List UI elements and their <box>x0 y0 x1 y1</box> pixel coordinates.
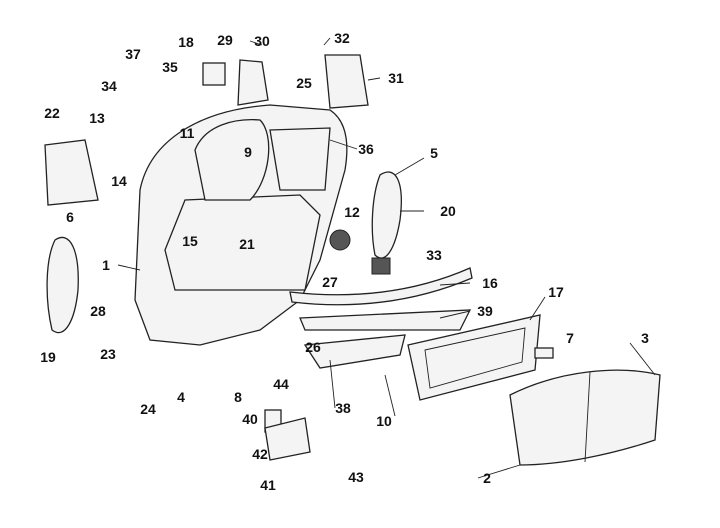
callout-9: 9 <box>244 144 252 160</box>
callout-2: 2 <box>483 470 491 486</box>
left-louver <box>46 237 79 334</box>
grommet-12 <box>329 229 351 251</box>
callout-41: 41 <box>260 477 276 493</box>
callout-11: 11 <box>180 125 195 141</box>
cover-31 <box>324 54 369 109</box>
trim-strip <box>289 267 473 306</box>
callout-31: 31 <box>388 70 404 86</box>
callout-5: 5 <box>430 145 438 161</box>
lens-divider <box>584 371 591 463</box>
callout-22: 22 <box>44 105 60 121</box>
callout-36: 36 <box>358 141 374 157</box>
callout-32: 32 <box>334 30 350 46</box>
callout-15: 15 <box>182 233 198 249</box>
clip-18 <box>202 62 226 86</box>
gasket <box>299 309 472 331</box>
callout-42: 42 <box>252 446 268 462</box>
callout-35: 35 <box>162 59 178 75</box>
bracket-7 <box>534 347 554 359</box>
cover-29 <box>237 59 269 106</box>
right-cavity <box>269 127 331 191</box>
shield-piece <box>44 139 99 206</box>
callout-24: 24 <box>140 401 156 417</box>
callout-40: 40 <box>242 411 258 427</box>
callout-21: 21 <box>239 236 255 252</box>
switch-33 <box>371 257 391 275</box>
callout-34: 34 <box>101 78 117 94</box>
callout-18: 18 <box>178 34 194 50</box>
callout-38: 38 <box>335 400 351 416</box>
callout-13: 13 <box>89 110 105 126</box>
callout-7: 7 <box>566 330 574 346</box>
callout-19: 19 <box>40 349 56 365</box>
parts <box>44 54 661 466</box>
upper-cavity <box>194 119 270 201</box>
callout-23: 23 <box>100 346 116 362</box>
glove-box-opening <box>164 194 321 291</box>
callout-10: 10 <box>376 413 392 429</box>
callout-6: 6 <box>66 209 74 225</box>
callout-27: 27 <box>322 274 338 290</box>
lower-panel <box>303 334 406 369</box>
headlight-lens <box>509 369 661 466</box>
callout-43: 43 <box>348 469 364 485</box>
callout-3: 3 <box>641 330 649 346</box>
callout-16: 16 <box>482 275 498 291</box>
headlight-frame-inner <box>424 327 526 389</box>
callout-8: 8 <box>234 389 242 405</box>
module-41 <box>264 417 311 461</box>
callout-12: 12 <box>344 204 360 220</box>
callout-17: 17 <box>548 284 564 300</box>
callout-1: 1 <box>102 257 110 273</box>
callout-29: 29 <box>217 32 233 48</box>
callout-37: 37 <box>125 46 141 62</box>
right-louver <box>371 171 402 259</box>
callout-26: 26 <box>305 339 321 355</box>
callout-30: 30 <box>254 33 270 49</box>
callout-28: 28 <box>90 303 106 319</box>
callout-4: 4 <box>177 389 185 405</box>
callout-labels: 1234567891011121314151617181920212223242… <box>40 30 649 493</box>
headlight-frame <box>407 314 541 401</box>
callout-39: 39 <box>477 303 493 319</box>
callout-25: 25 <box>296 75 312 91</box>
callout-14: 14 <box>111 173 127 189</box>
callout-33: 33 <box>426 247 442 263</box>
callout-20: 20 <box>440 203 456 219</box>
callout-44: 44 <box>273 376 289 392</box>
leader-lines <box>117 37 656 479</box>
